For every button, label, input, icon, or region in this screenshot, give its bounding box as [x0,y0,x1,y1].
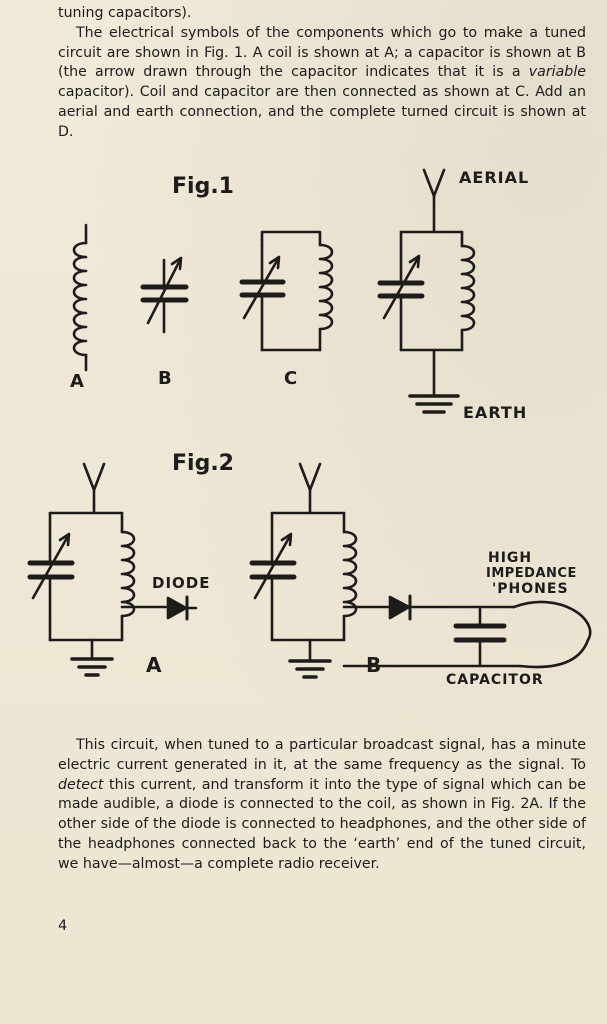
fig2-label-a: A [146,653,162,677]
page-number: 4 [58,918,68,934]
fig1-capacitor-b [140,256,189,334]
fig1-label-c: C [284,368,297,389]
continued-line: tuning capacitors). [58,5,192,21]
fig2-label-b: B [366,653,381,677]
detector-italic-word: detect [58,776,104,793]
intro-paragraph: tuning capacitors). The electrical symbo… [58,4,586,143]
detector-paragraph: This circuit, when tuned to a particular… [58,736,586,875]
fig1-label-a: A [70,371,84,392]
intro-text-end: capacitor). Coil and capacitor are then … [58,84,586,140]
fig1-circuit-c [239,230,334,352]
detector-text-1: This circuit, when tuned to a particular… [58,737,586,773]
fig1-title: Fig.1 [172,174,234,199]
fig2-circuit-a [27,462,198,677]
fig2-title: Fig.2 [172,451,234,476]
fig2-diode-label: DIODE [152,574,210,592]
detector-text-2: this current, and transform it into the … [58,776,587,872]
intro-text: The electrical symbols of the components… [58,24,586,81]
fig1-coil-a [72,223,88,372]
fig1-earth-label: EARTH [463,403,527,422]
fig2-impedance-label: IMPEDANCE [486,566,577,581]
fig1-label-b: B [158,368,172,389]
fig2-circuit-b [249,462,592,679]
intro-italic-word: variable [528,64,586,81]
fig1-aerial-label: AERIAL [459,168,529,187]
fig2-phones-label: 'PHONES [492,581,569,597]
fig2-capacitor-label: CAPACITOR [446,672,544,688]
fig2-high-label: HIGH [488,550,532,566]
fig1-circuit-d [377,168,476,414]
